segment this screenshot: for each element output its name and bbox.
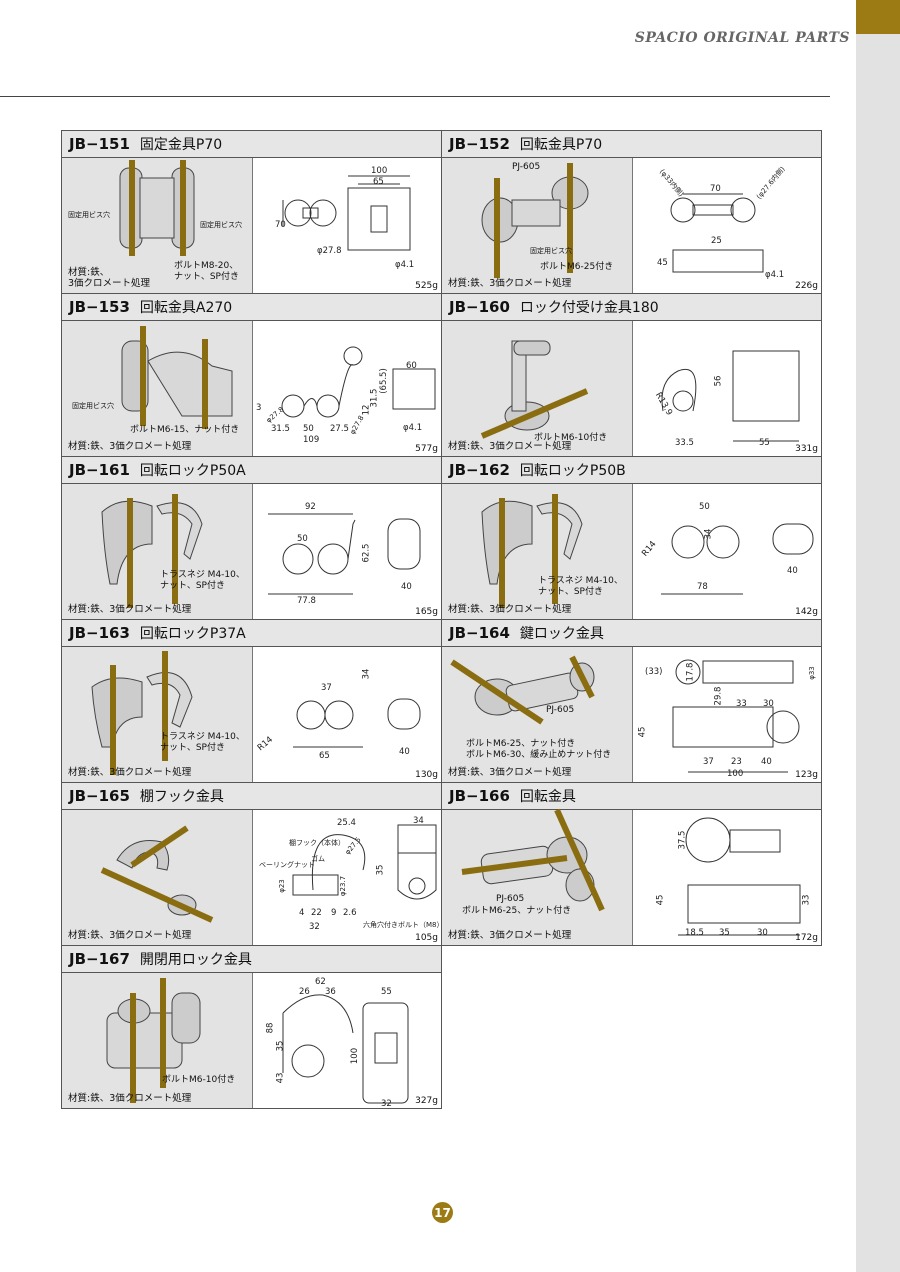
brand-header: SPACIO ORIGINAL PARTS <box>634 30 850 46</box>
part-card-jb153: JB−153 回転金具A270 固定用ビス穴 ボルトM6-15、ナット付き 材質:… <box>61 293 442 457</box>
open-close-lock-illustration <box>106 978 201 1103</box>
technical-drawing: 100 65 70 φ27.8 φ4.1 525g <box>253 158 441 293</box>
technical-drawing: 92 50 62.5 77.8 40 165g <box>253 484 441 619</box>
key-lock-illustration <box>450 655 595 725</box>
part-code: JB−163 <box>69 624 130 642</box>
empty-cell <box>441 945 822 1109</box>
product-photo: PJ-605 ボルトM6-25、ナット付き ボルトM6-30、緩み止めナット付き… <box>442 647 633 782</box>
product-photo: 材質:鉄、3価クロメート処理 <box>62 810 253 945</box>
weight-label: 142g <box>795 607 818 617</box>
technical-drawing: 棚フック（本体） ゴム ベーリングナット 六角穴付きボルト（M8） 25.4 3… <box>253 810 444 945</box>
part-name: ロック付受け金具180 <box>519 300 659 316</box>
lock-receiver-illustration <box>480 340 589 439</box>
product-photo: ボルトM6-10付き 材質:鉄、3価クロメート処理 <box>442 321 633 456</box>
weight-label: 172g <box>795 933 818 943</box>
rotary-lock-illustration <box>101 494 203 608</box>
part-name: 回転金具P70 <box>519 137 603 153</box>
part-code: JB−160 <box>449 298 510 316</box>
part-name: 回転ロックP37A <box>139 626 246 642</box>
weight-label: 525g <box>415 281 438 291</box>
part-name: 棚フック金具 <box>139 789 224 805</box>
part-card-jb164: JB−164 鍵ロック金具 PJ-605 ボルトM6-25、ナット付き ボルトM6… <box>441 619 822 783</box>
product-photo: トラスネジ M4-10、 ナット、SP付き 材質:鉄、3価クロメート処理 <box>442 484 633 619</box>
part-code: JB−165 <box>69 787 130 805</box>
technical-drawing: 62 26 36 55 88 35 43 100 32 327g <box>253 973 441 1109</box>
part-name: 鍵ロック金具 <box>519 626 604 642</box>
part-name: 開閉用ロック金具 <box>139 952 252 968</box>
product-photo: トラスネジ M4-10、 ナット、SP付き 材質:鉄、3価クロメート処理 <box>62 484 253 619</box>
technical-drawing: 37.5 45 33 18.5 35 30 172g <box>633 810 821 945</box>
weight-label: 577g <box>415 444 438 454</box>
page-number: 17 <box>432 1202 453 1223</box>
part-code: JB−153 <box>69 298 130 316</box>
part-card-jb163: JB−163 回転ロックP37A トラスネジ M4-10、 ナット、SP付き 材質… <box>61 619 442 783</box>
weight-label: 327g <box>415 1096 438 1106</box>
shelf-hook-illustration <box>100 825 214 923</box>
weight-label: 105g <box>415 933 438 943</box>
part-card-jb152: JB−152 回転金具P70 PJ-605 固定用ビス穴 ボルトM6-25付き 材… <box>441 130 822 294</box>
part-card-jb167: JB−167 開閉用ロック金具 ボルトM6-10付き 材質:鉄、3価クロメート処理 <box>61 945 442 1109</box>
technical-drawing: 60 (65.5) 31.5 12 3 φ27.8 31.5 50 27.5 1… <box>253 321 441 456</box>
technical-drawing: 56 R13.9 33.5 55 331g <box>633 321 821 456</box>
rotary-lock-b-illustration <box>481 494 583 608</box>
part-code: JB−161 <box>69 461 130 479</box>
fixed-bracket-illustration <box>119 160 195 256</box>
technical-drawing: 37 34 R14 65 40 130g <box>253 647 441 782</box>
rotating-joint-illustration <box>461 808 605 912</box>
swivel-bracket-illustration <box>121 326 233 429</box>
product-photo: 固定用ビス穴 ボルトM6-15、ナット付き 材質:鉄、3価クロメート処理 <box>62 321 253 456</box>
part-name: 回転金具A270 <box>139 300 233 316</box>
technical-drawing: (33) 17.8 φ33 29.8 33 30 45 37 23 40 100… <box>633 647 821 782</box>
part-card-jb162: JB−162 回転ロックP50B トラスネジ M4-10、 ナット、SP付き 材質… <box>441 456 822 620</box>
weight-label: 123g <box>795 770 818 780</box>
part-card-jb151: JB−151 固定金具P70 固定用ビス穴 固定用ビス穴 ボルトM8-20、 ナッ… <box>61 130 442 294</box>
part-card-jb160: JB−160 ロック付受け金具180 ボルトM6-10付き 材質:鉄、3価クロメー… <box>441 293 822 457</box>
weight-label: 226g <box>795 281 818 291</box>
product-photo: 固定用ビス穴 固定用ビス穴 ボルトM8-20、 ナット、SP付き 材質:鉄、 3… <box>62 158 253 293</box>
swivel-joint-illustration <box>481 163 589 278</box>
part-code: JB−152 <box>449 135 510 153</box>
technical-drawing: 50 34 R14 78 40 142g <box>633 484 821 619</box>
part-code: JB−166 <box>449 787 510 805</box>
side-tab-strip <box>856 0 900 1272</box>
technical-drawing: (φ33内側) 70 (φ27.6内側) 25 45 φ4.1 226g <box>633 158 821 293</box>
part-code: JB−162 <box>449 461 510 479</box>
part-card-jb165: JB−165 棚フック金具 材質:鉄、3価クロメート処理 <box>61 782 444 946</box>
weight-label: 331g <box>795 444 818 454</box>
part-code: JB−151 <box>69 135 130 153</box>
weight-label: 165g <box>415 607 438 617</box>
weight-label: 130g <box>415 770 438 780</box>
part-name: 回転ロックP50B <box>519 463 626 479</box>
product-photo: トラスネジ M4-10、 ナット、SP付き 材質:鉄、3価クロメート処理 <box>62 647 253 782</box>
part-name: 回転ロックP50A <box>139 463 246 479</box>
part-name: 固定金具P70 <box>139 137 223 153</box>
header-rule <box>0 96 830 97</box>
rotary-lock-p37-illustration <box>91 651 193 775</box>
part-name: 回転金具 <box>519 789 576 805</box>
chapter-tab <box>856 0 900 34</box>
part-code: JB−167 <box>69 950 130 968</box>
parts-catalog-grid: JB−151 固定金具P70 固定用ビス穴 固定用ビス穴 ボルトM8-20、 ナッ… <box>61 130 824 1109</box>
product-photo: PJ-605 ボルトM6-25、ナット付き 材質:鉄、3価クロメート処理 <box>442 808 633 945</box>
part-card-jb166: JB−166 回転金具 PJ-605 ボルトM6-25、ナット付き 材質:鉄、3価… <box>441 782 822 946</box>
part-card-jb161: JB−161 回転ロックP50A トラスネジ M4-10、 ナット、SP付き 材質… <box>61 456 442 620</box>
product-photo: ボルトM6-10付き 材質:鉄、3価クロメート処理 <box>62 973 253 1108</box>
part-code: JB−164 <box>449 624 510 642</box>
product-photo: PJ-605 固定用ビス穴 ボルトM6-25付き 材質:鉄、3価クロメート処理 <box>442 158 633 293</box>
